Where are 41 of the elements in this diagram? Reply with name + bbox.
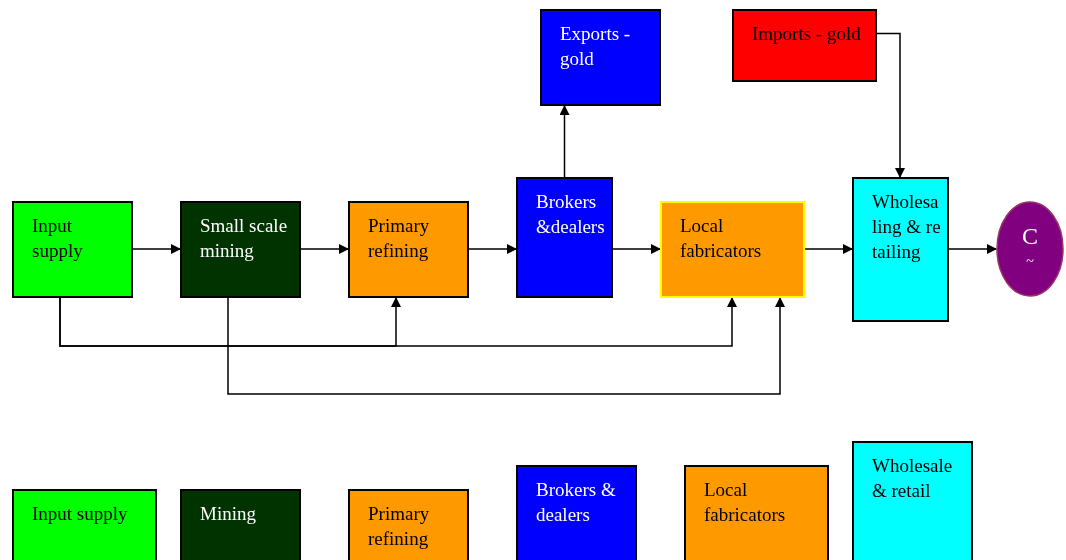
process-box <box>732 9 877 82</box>
arrow <box>804 244 853 254</box>
node-label: C <box>1022 224 1038 249</box>
process-box <box>348 489 469 560</box>
node-label: Small scale mining <box>200 214 289 263</box>
node-label: Brokers &dealers <box>536 190 605 239</box>
node-label: Brokers & dealers <box>536 478 617 527</box>
node-label: Local fabricators <box>704 478 787 527</box>
process-box <box>12 489 157 560</box>
node-label: ~ <box>1026 253 1034 271</box>
process-box <box>180 201 301 298</box>
node-label: Mining <box>200 502 257 526</box>
process-box <box>12 201 133 298</box>
node-label: Primary refining <box>368 502 431 551</box>
process-box <box>516 465 637 560</box>
arrow <box>227 297 785 395</box>
process-box <box>348 201 469 298</box>
arrow <box>559 105 570 178</box>
node-label: Primary refining <box>368 214 431 263</box>
arrow <box>948 244 997 254</box>
process-box <box>684 465 829 560</box>
process-box <box>852 177 949 322</box>
process-box <box>180 489 301 560</box>
node-label: Wholesale & retail <box>872 454 954 503</box>
arrow <box>612 244 661 254</box>
arrow <box>300 244 349 254</box>
arrow <box>876 32 905 178</box>
arrow <box>468 244 517 254</box>
node-label: Exports - gold <box>560 22 632 71</box>
node-label: Wholesaling & retailing <box>872 190 941 264</box>
process-box <box>516 177 613 298</box>
process-box <box>540 9 661 106</box>
process-box <box>660 201 805 298</box>
node-label: Imports - gold <box>752 22 862 46</box>
consumer-ellipse <box>996 201 1064 297</box>
process-box <box>852 441 973 560</box>
arrow <box>59 297 737 347</box>
node-label: Input supply <box>32 214 84 263</box>
arrow <box>132 244 181 254</box>
node-label: Local fabricators <box>680 214 763 263</box>
node-label: Input supply <box>32 502 129 526</box>
